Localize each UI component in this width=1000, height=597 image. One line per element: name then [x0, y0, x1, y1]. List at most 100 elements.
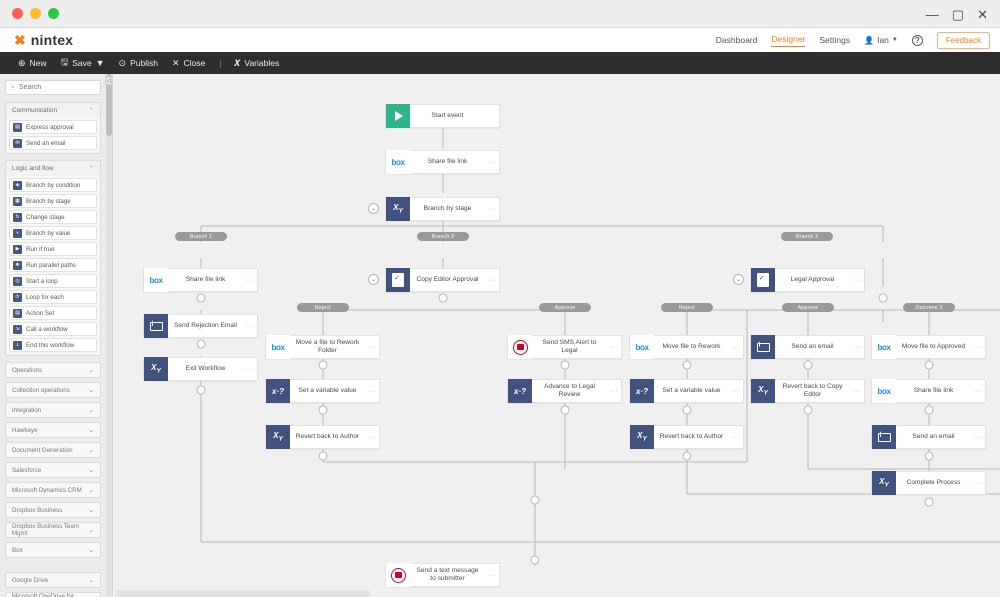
- feedback-button[interactable]: Feedback: [936, 31, 990, 49]
- branch-pill-branch-3[interactable]: Branch 3: [781, 232, 833, 241]
- publish-button[interactable]: ⊙ Publish: [119, 58, 172, 69]
- branch-pill-approve[interactable]: Approve: [782, 303, 834, 312]
- node-menu-button[interactable]: ···: [245, 322, 255, 330]
- close-traffic-light[interactable]: [12, 8, 23, 19]
- node-expand-chevron-icon[interactable]: ⌄: [733, 274, 744, 285]
- branch-pill-branch-1[interactable]: Branch 1: [175, 232, 227, 241]
- node-menu-button[interactable]: ···: [245, 365, 255, 373]
- node-menu-button[interactable]: ···: [973, 433, 983, 441]
- workflow-node-start[interactable]: Start event: [385, 104, 500, 128]
- node-expand-chevron-icon[interactable]: ⌄: [368, 203, 379, 214]
- maximize-icon[interactable]: ▢: [951, 6, 965, 22]
- minimize-traffic-light[interactable]: [30, 8, 41, 19]
- workflow-node-sendtext[interactable]: Send a text message to submitter···: [385, 563, 500, 587]
- toolbox-item-branch-by-condition[interactable]: ◈Branch by condition: [9, 178, 97, 192]
- help-icon[interactable]: ?: [911, 34, 923, 46]
- minimize-icon[interactable]: —: [925, 6, 939, 22]
- node-menu-button[interactable]: ···: [487, 571, 497, 579]
- branch-pill-reject[interactable]: Reject: [297, 303, 349, 312]
- node-menu-button[interactable]: ···: [487, 205, 497, 213]
- workflow-node-copyedit[interactable]: Copy Editor Approval···: [385, 268, 500, 292]
- toolbox-item-start-a-loop[interactable]: ◎Start a loop: [9, 274, 97, 288]
- canvas-scrollbar-track[interactable]: [113, 590, 1000, 597]
- toolbox-group-salesforce[interactable]: Salesforce⌄: [5, 462, 101, 478]
- node-menu-button[interactable]: ···: [852, 276, 862, 284]
- toolbox-scroll-area[interactable]: ⌕ Communication⌃▤Express approval✉Send a…: [0, 74, 106, 597]
- toolbox-item-branch-by-stage[interactable]: ▦Branch by stage: [9, 194, 97, 208]
- toolbox-group-dropbox-business[interactable]: Dropbox Business⌄: [5, 502, 101, 518]
- branch-pill-approve[interactable]: Approve: [539, 303, 591, 312]
- group-header[interactable]: Logic and flow⌃: [6, 161, 100, 176]
- node-menu-button[interactable]: ···: [367, 343, 377, 351]
- user-menu[interactable]: 👤 Ian ▼: [864, 35, 898, 45]
- toolbox-item-branch-by-value[interactable]: ⑂Branch by value: [9, 226, 97, 240]
- variables-button[interactable]: 𝑿 Variables: [234, 58, 294, 69]
- node-menu-button[interactable]: ···: [852, 387, 862, 395]
- save-button[interactable]: 🖫 Save ▼: [61, 55, 119, 71]
- chevron-down-icon[interactable]: ▼: [95, 58, 105, 68]
- toolbox-group-box[interactable]: Box⌄: [5, 542, 101, 558]
- toolbox-scrollbar-track[interactable]: [106, 74, 112, 597]
- node-menu-button[interactable]: ···: [487, 158, 497, 166]
- toolbox-item-call-a-workflow[interactable]: ⇲Call a workflow: [9, 322, 97, 336]
- nav-dashboard[interactable]: Dashboard: [715, 35, 758, 45]
- toolbox-item-run-if-true[interactable]: ▶Run if true: [9, 242, 97, 256]
- node-menu-button[interactable]: ···: [973, 479, 983, 487]
- workflow-node-setvar2[interactable]: x·?Set a variable value···: [629, 379, 744, 403]
- search-box[interactable]: ⌕: [5, 80, 101, 95]
- toolbox-scrollbar-thumb[interactable]: [106, 74, 112, 136]
- canvas-scrollbar-thumb[interactable]: [115, 590, 370, 597]
- toolbox-group-microsoft-onedrive-for-business[interactable]: Microsoft OneDrive for Business⌄: [5, 592, 101, 597]
- toolbox-group-hawkeye[interactable]: Hawkeye⌄: [5, 422, 101, 438]
- nav-settings[interactable]: Settings: [819, 35, 851, 45]
- close-button[interactable]: ✕ Close: [172, 58, 219, 69]
- node-menu-button[interactable]: ···: [609, 387, 619, 395]
- node-menu-button[interactable]: ···: [731, 433, 741, 441]
- collapse-panel-button[interactable]: ◁: [105, 76, 112, 85]
- toolbox-group-document-generation[interactable]: Document Generation⌄: [5, 442, 101, 458]
- branch-pill-reject[interactable]: Reject: [661, 303, 713, 312]
- node-menu-button[interactable]: ···: [487, 276, 497, 284]
- toolbox-group-microsoft-dynamics-crm[interactable]: Microsoft Dynamics CRM⌄: [5, 482, 101, 498]
- new-button[interactable]: ⊕ New: [18, 58, 61, 69]
- workflow-node-rejectmail[interactable]: Send Rejection Email···: [143, 314, 258, 338]
- node-menu-button[interactable]: ···: [973, 343, 983, 351]
- group-header[interactable]: Communication⌃: [6, 103, 100, 118]
- node-menu-button[interactable]: ···: [731, 387, 741, 395]
- nintex-logo[interactable]: ✖ nintex: [14, 32, 73, 48]
- search-input[interactable]: [18, 84, 95, 91]
- node-menu-button[interactable]: ···: [973, 387, 983, 395]
- close-icon[interactable]: ✕: [977, 6, 988, 22]
- node-menu-button[interactable]: ···: [367, 387, 377, 395]
- toolbox-group-dropbox-business-team-mgmt[interactable]: Dropbox Business Team Mgmt⌄: [5, 522, 101, 538]
- workflow-node-sendmail2[interactable]: Send an email···: [750, 335, 865, 359]
- toolbox-group-collection-operations[interactable]: Collection operations⌄: [5, 382, 101, 398]
- workflow-node-setvar1[interactable]: x·?Set a variable value···: [265, 379, 380, 403]
- toolbox-group-integration[interactable]: Integration⌄: [5, 402, 101, 418]
- toolbox-item-change-stage[interactable]: ↻Change stage: [9, 210, 97, 224]
- branch-pill-outcome-3[interactable]: Outcome 3: [903, 303, 955, 312]
- toolbox-item-loop-for-each[interactable]: ⟳Loop for each: [9, 290, 97, 304]
- toolbox-item-express-approval[interactable]: ▤Express approval: [9, 120, 97, 134]
- branch-pill-branch-2[interactable]: Branch 2: [417, 232, 469, 241]
- toolbox-item-end-this-workflow[interactable]: ⊥End this workflow: [9, 338, 97, 352]
- nav-designer[interactable]: Designer: [771, 34, 806, 47]
- workflow-node-advlegal[interactable]: x·?Advance to Legal Review···: [507, 379, 622, 403]
- workflow-node-sms1[interactable]: Send SMS Alert to Legal···: [507, 335, 622, 359]
- toolbox-group-google-drive[interactable]: Google Drive⌄: [5, 572, 101, 588]
- node-menu-button[interactable]: ···: [245, 276, 255, 284]
- node-menu-button[interactable]: ···: [852, 343, 862, 351]
- maximize-traffic-light[interactable]: [48, 8, 59, 19]
